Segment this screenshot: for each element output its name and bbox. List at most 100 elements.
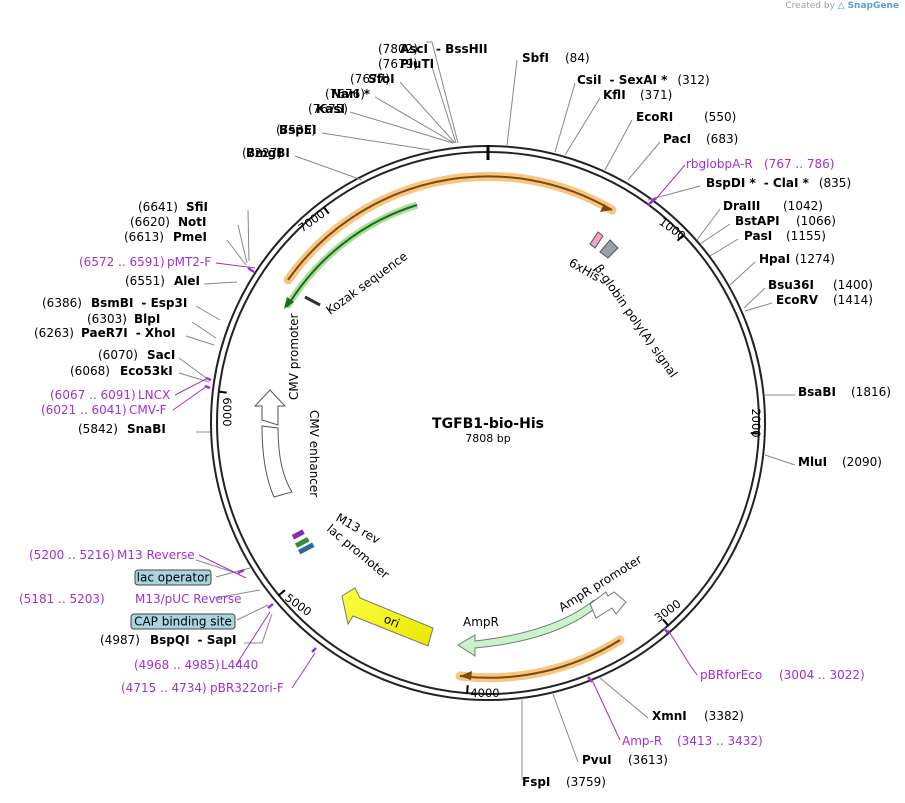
- site-kasi[interactable]: (7675)KasI: [308, 102, 348, 116]
- site-bspei[interactable]: (7535)BspEI: [276, 123, 317, 137]
- site-paer7i[interactable]: (6263)PaeR7I- XhoI: [34, 326, 175, 340]
- site-name: AleI: [174, 274, 200, 288]
- site-hpai[interactable]: (1274)HpaI: [759, 252, 835, 266]
- tick-label-7000: 7000: [296, 206, 328, 235]
- leader-cmvf: [172, 385, 208, 411]
- site-position: (1816): [851, 385, 891, 399]
- primer-name: LNCX: [138, 388, 170, 402]
- primer-lncx[interactable]: LNCX(6067 .. 6091): [50, 388, 170, 402]
- leader-hpai: [729, 261, 756, 286]
- primer-range: (5181 .. 5203): [19, 592, 105, 606]
- site-draiii[interactable]: (1042)DraIII: [723, 199, 823, 213]
- site-position: (2090): [842, 455, 882, 469]
- site-position: (7802): [378, 42, 418, 56]
- site-name: MluI: [798, 455, 827, 469]
- site-bspqi[interactable]: (4987)BspQI- SapI: [100, 633, 237, 647]
- primer-cmv-f[interactable]: CMV-F(6021 .. 6041): [41, 403, 167, 417]
- leader-sfii: [247, 209, 250, 262]
- site-sfoi[interactable]: (7677)SfoI: [350, 72, 395, 86]
- leader-bsmbi: [195, 305, 221, 321]
- primer-name: L4440: [221, 658, 258, 672]
- orf-arc-bottom: [455, 635, 625, 683]
- leader-bspqi: [244, 613, 273, 644]
- site-ecorv[interactable]: (1414)EcoRV: [776, 293, 873, 307]
- site-blpi[interactable]: (6303)BlpI: [87, 312, 160, 326]
- leader-nari: [374, 96, 455, 144]
- site-snabi[interactable]: (5842)SnaBI: [78, 422, 166, 436]
- site-position: (6641): [138, 200, 178, 214]
- site-pasi[interactable]: (1155)PasI: [744, 229, 826, 243]
- site-asci[interactable]: (7802)AscI- BssHII: [378, 42, 488, 56]
- site-bsmbi[interactable]: (6386)BsmBI- Esp3I: [42, 296, 187, 310]
- feature-lac-operator[interactable]: lac operator: [134, 569, 212, 586]
- primer-m13-reverse[interactable]: M13 Reverse(5200 .. 5216): [29, 548, 195, 562]
- primer-pmt2-f[interactable]: pMT2-F(6572 .. 6591): [79, 255, 211, 269]
- tick-4000: [466, 685, 469, 694]
- primer-amp-r[interactable]: Amp-R(3413 .. 3432): [622, 734, 763, 748]
- site-position: (683): [706, 132, 738, 146]
- site-sfii[interactable]: (6641) SfiI: [138, 200, 208, 214]
- site-position: (6551): [125, 274, 165, 288]
- primer-pbrforeco[interactable]: pBRforEco(3004 .. 3022): [700, 668, 865, 682]
- site-paci[interactable]: (683) PacI: [663, 132, 738, 146]
- site-name: SfiI: [186, 200, 208, 214]
- site-bstapi[interactable]: (1066) BstAPI: [735, 214, 836, 228]
- site-noti[interactable]: (6620)NotI: [130, 215, 207, 229]
- leader-ecorv: [744, 302, 773, 312]
- site-saci[interactable]: (6070)SacI: [98, 348, 175, 362]
- site-name: BstAPI: [735, 214, 780, 228]
- site-name: PasI: [744, 229, 772, 243]
- site-bmgbi[interactable]: (7227)BmgBI: [242, 146, 290, 160]
- site-pmei[interactable]: (6613)PmeI: [124, 230, 207, 244]
- leader-csii: [554, 82, 576, 153]
- plasmid-size: 7808 bp: [465, 432, 510, 445]
- site-isoschizomer: - SapI: [198, 633, 237, 647]
- primer-marks: [204, 197, 669, 683]
- site-bspdi[interactable]: (835)BspDI *- ClaI *: [706, 176, 851, 190]
- leader-ecori: [604, 119, 633, 171]
- site-pluti[interactable]: (7679)PluTI: [378, 57, 434, 71]
- primer-pbr322ori-f[interactable]: pBR322ori-F(4715 .. 4734): [121, 681, 284, 695]
- primer-labels: rbglobpA-R(767 .. 786) pBRforEco(3004 .. …: [19, 157, 865, 748]
- site-isoschizomer: - BssHII: [436, 42, 488, 56]
- site-position: (1066): [796, 214, 836, 228]
- leader-bmgbi: [294, 155, 363, 181]
- site-name: PacI: [663, 132, 691, 146]
- site-position: (835): [819, 176, 851, 190]
- leader-sfoi: [399, 81, 456, 144]
- primer-l4440[interactable]: L4440(4968 .. 4985): [134, 658, 258, 672]
- site-position: (7677): [350, 72, 390, 86]
- site-nari[interactable]: (7676)NarI *: [325, 87, 371, 101]
- site-bsu36i[interactable]: (1400)Bsu36I: [768, 278, 873, 292]
- site-position: (550): [704, 110, 736, 124]
- site-bsabi[interactable]: (1816)BsaBI: [798, 385, 891, 399]
- site-alei[interactable]: (6551) AleI: [125, 274, 200, 288]
- site-name: BspEI: [279, 123, 317, 137]
- site-eco53ki[interactable]: (6068)Eco53kI: [70, 364, 173, 378]
- site-name: BlpI: [134, 312, 160, 326]
- site-position: (7679): [378, 57, 418, 71]
- site-xmni[interactable]: (3382)XmnI: [652, 709, 744, 723]
- primer-rbglobpa-r[interactable]: rbglobpA-R(767 .. 786): [686, 157, 834, 171]
- site-position: (1274): [795, 252, 835, 266]
- primer-m13-puc-reverse[interactable]: M13/pUC Reverse(5181 .. 5203): [19, 592, 242, 606]
- site-csii[interactable]: (312)CsiI- SexAI *: [577, 73, 710, 87]
- site-ecori[interactable]: (550)EcoRI: [636, 110, 736, 124]
- site-position: (7676): [325, 87, 365, 101]
- site-position: (5842): [78, 422, 118, 436]
- orf-arc-top: [283, 171, 617, 285]
- site-name: KasI: [316, 102, 345, 116]
- site-pvui[interactable]: (3613)PvuI: [582, 753, 668, 767]
- site-position: (6068): [70, 364, 110, 378]
- feature-ampr-promoter-arrow: [589, 591, 627, 619]
- feature-ampr-arrow: [457, 599, 601, 657]
- feature-cap-binding-site[interactable]: CAP binding site: [130, 613, 236, 630]
- leader-l4440: [235, 611, 271, 666]
- site-mlui[interactable]: (2090) MluI: [798, 455, 882, 469]
- site-sbfi[interactable]: (84)SbfI: [522, 51, 590, 65]
- feature-box: [130, 613, 236, 630]
- site-position: (371): [640, 88, 672, 102]
- site-kfli[interactable]: (371)KflI: [603, 88, 672, 102]
- site-fspi[interactable]: (3759)FspI: [522, 775, 606, 789]
- tick-3000: [662, 618, 669, 627]
